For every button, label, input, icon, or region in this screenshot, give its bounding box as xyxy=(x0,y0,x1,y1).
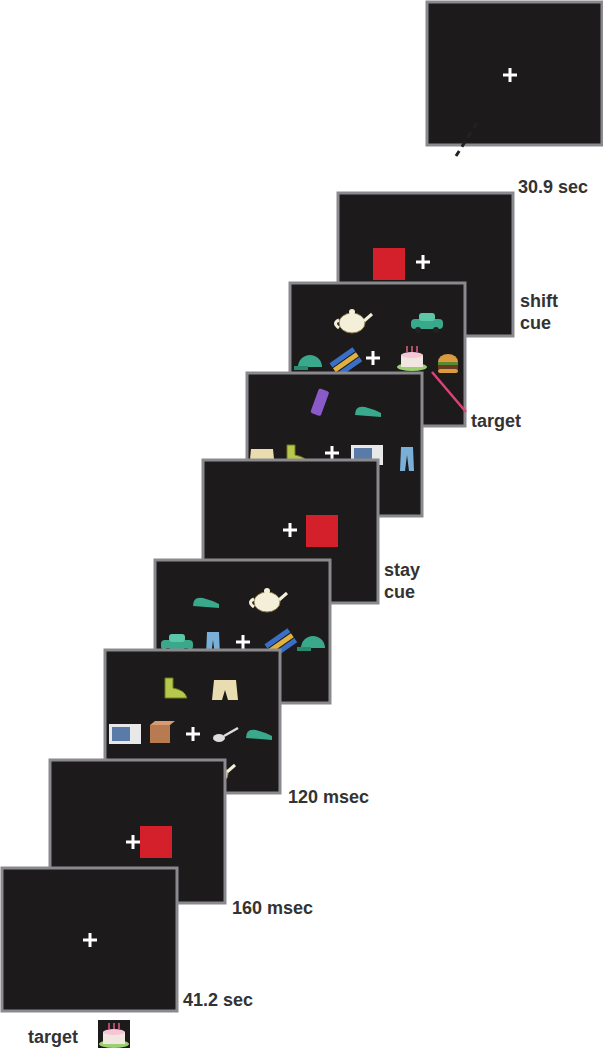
duration-label: 41.2 sec xyxy=(183,989,253,1011)
continuation-dash xyxy=(456,118,480,156)
target-leader xyxy=(432,372,466,412)
stimulus-screen xyxy=(427,2,602,145)
target-label: target xyxy=(471,410,521,432)
cue-label: shift cue xyxy=(520,290,570,334)
duration-label: 160 msec xyxy=(232,897,313,919)
stimulus-screen xyxy=(2,868,177,1011)
duration-label: 120 msec xyxy=(288,786,369,808)
cue-label: stay cue xyxy=(384,559,434,603)
target-label: target xyxy=(28,1026,78,1048)
target-icon xyxy=(98,1020,130,1048)
duration-label: 30.9 sec xyxy=(518,176,588,198)
